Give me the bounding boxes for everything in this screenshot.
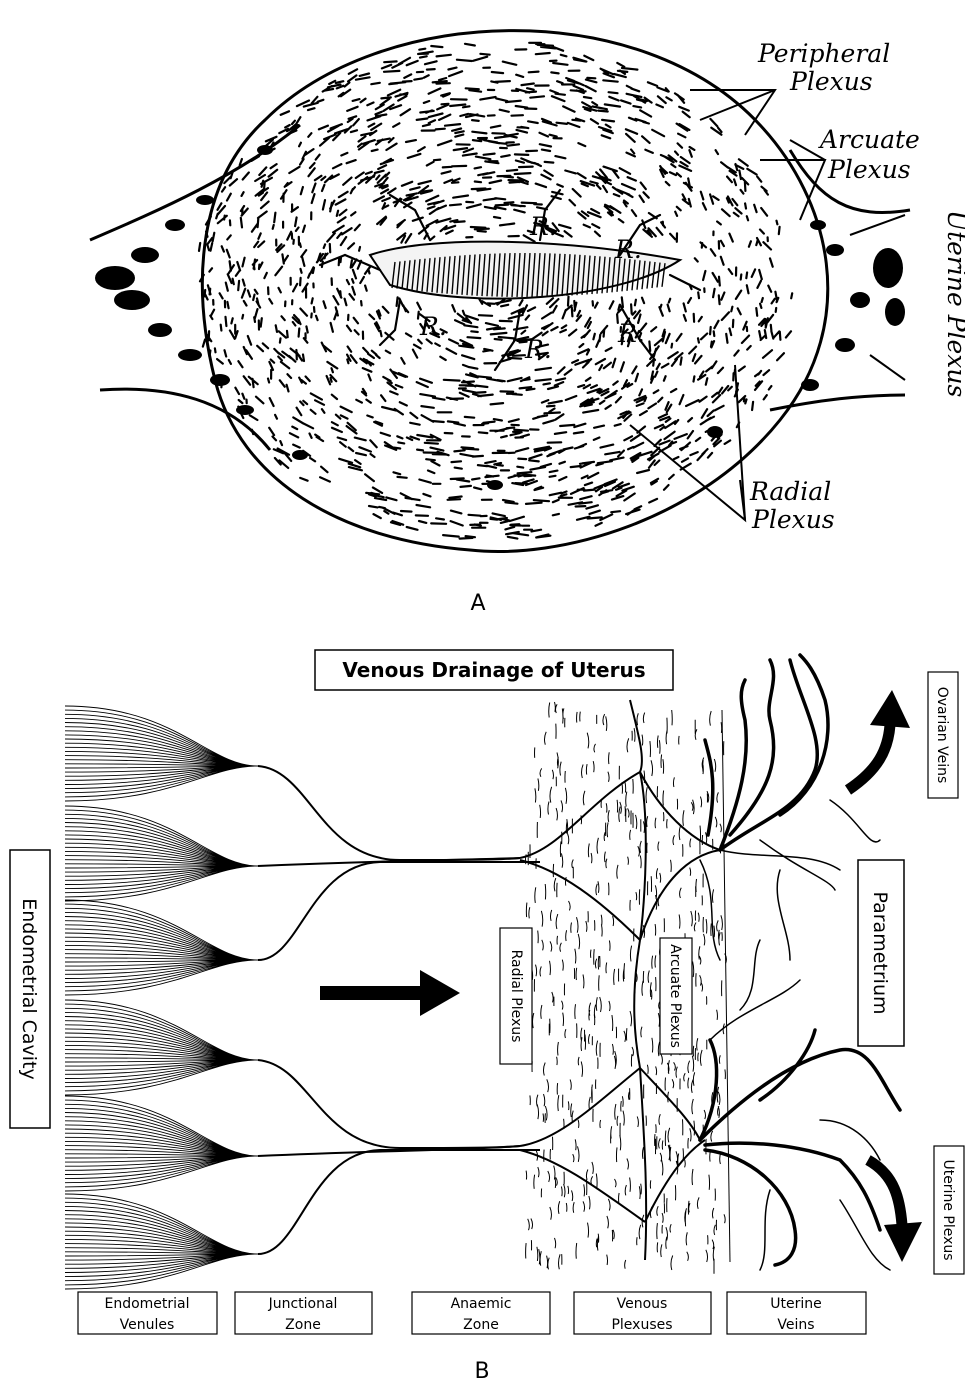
panel-b-letter: B	[474, 1359, 489, 1384]
connecting-veins	[258, 766, 540, 1254]
zone-label: Endometrial	[104, 1296, 189, 1312]
venule-fan	[65, 1000, 258, 1095]
parametrium-veins-upper-fine	[700, 800, 880, 960]
venule-fan	[65, 1194, 258, 1289]
label-peripheral-plexus: Plexus	[789, 67, 873, 96]
panel-b: Venous Drainage of Uterus Endometrial Ca…	[10, 650, 964, 1384]
label-radial: Radial	[749, 477, 831, 506]
r-mark: R.	[524, 335, 552, 364]
venule-fan	[65, 806, 258, 901]
venule-fan	[65, 900, 258, 995]
label-peripheral: Peripheral	[757, 39, 890, 68]
label-radial-plexus: Plexus	[751, 505, 835, 534]
zone-label: Plexuses	[611, 1317, 672, 1333]
panel-a: R. R. R. R. R. Peripheral Plexus Arcuate…	[90, 31, 965, 616]
ovarian-veins-label: Ovarian Veins	[934, 687, 950, 784]
label-uterine-plexus: Uterine Plexus	[942, 210, 965, 397]
r-mark: R.	[419, 312, 447, 341]
flow-arrow	[320, 970, 460, 1016]
venule-fan	[65, 706, 258, 801]
endometrial-venules	[65, 706, 258, 1289]
radial-plexus-label: Radial Plexus	[508, 950, 524, 1043]
zone-label: Zone	[463, 1317, 499, 1333]
zone-label: Veins	[777, 1317, 814, 1333]
endometrial-cavity-label: Endometrial Cavity	[18, 898, 40, 1080]
panel-a-letter: A	[470, 591, 485, 616]
zone-label: Zone	[285, 1317, 321, 1333]
zone-label: Anaemic	[451, 1296, 512, 1312]
ovarian-arrow	[848, 690, 910, 790]
zone-label: Junctional	[268, 1296, 338, 1312]
venule-fan	[65, 1096, 258, 1191]
arcuate-plexus-label: Arcuate Plexus	[667, 944, 683, 1048]
zone-legend: Endometrial Venules Junctional Zone Anae…	[78, 1292, 866, 1334]
parametrium-label: Parametrium	[869, 892, 891, 1015]
myometrium-hatching	[525, 702, 726, 1274]
r-mark: R.	[529, 212, 557, 241]
label-arcuate: Arcuate	[818, 125, 920, 154]
uterine-plexus-label: Uterine Plexus	[940, 1159, 956, 1260]
zone-label: Venous	[617, 1296, 668, 1312]
myometrium-hatch-marks	[525, 702, 726, 1274]
zone-label: Venules	[120, 1317, 175, 1333]
uterine-arrow	[868, 1160, 922, 1262]
label-arcuate-plexus: Plexus	[827, 155, 911, 184]
r-mark: R.	[617, 319, 645, 348]
diagram-title: Venous Drainage of Uterus	[342, 658, 645, 682]
zone-label: Uterine	[770, 1296, 821, 1312]
r-mark: R.	[614, 235, 642, 264]
